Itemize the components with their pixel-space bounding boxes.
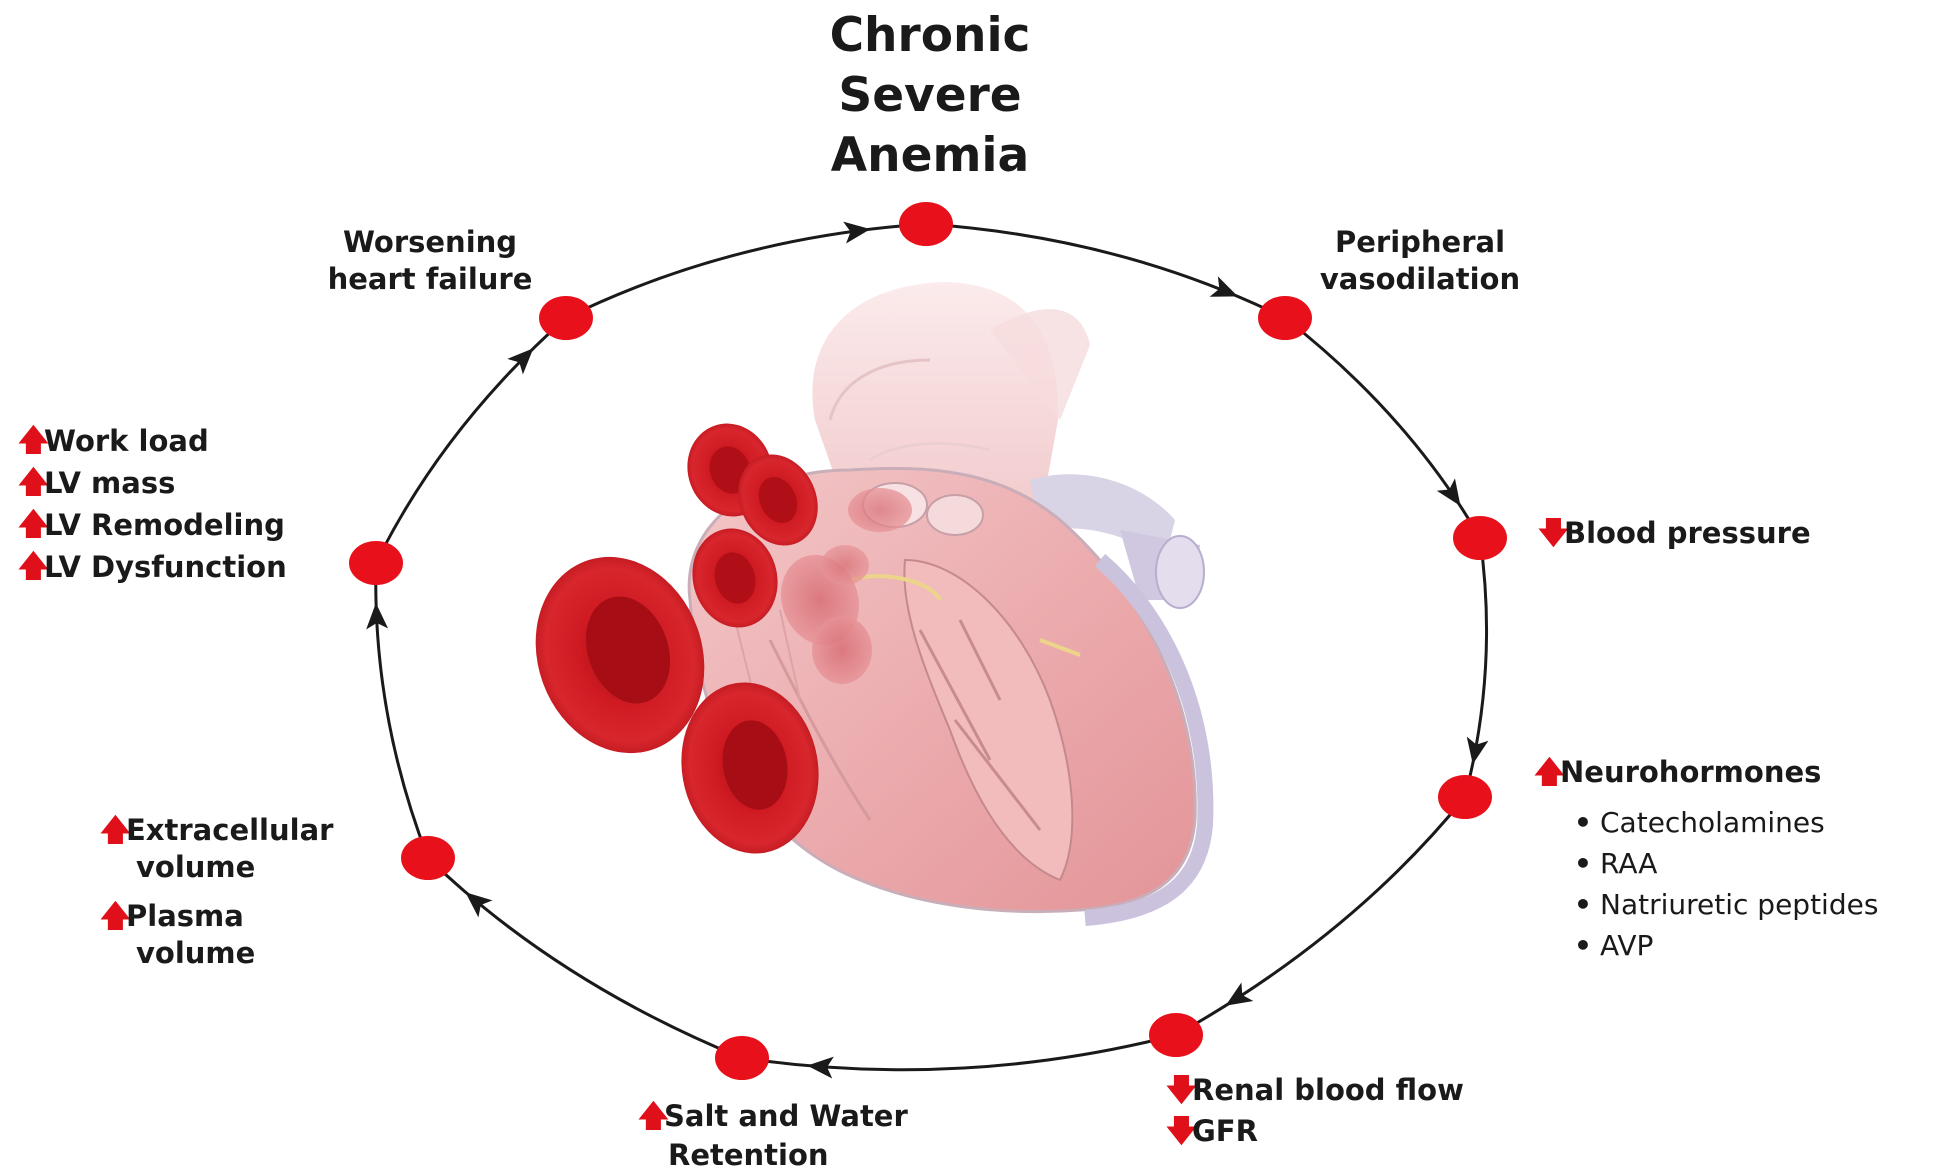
- cycle-arc: [428, 858, 742, 1058]
- up-arrow-icon: 🡅: [18, 510, 38, 540]
- diagram-title: Chronic Severe Anemia: [730, 6, 1130, 186]
- cycle-arc: [742, 1035, 1176, 1070]
- cycle-arc: [1176, 797, 1465, 1035]
- down-arrow-icon: 🡇: [1166, 1117, 1186, 1147]
- label-line: Worsening: [300, 224, 560, 261]
- cycle-node: [539, 296, 593, 340]
- label-line: heart failure: [300, 261, 560, 298]
- label-blood-pressure: 🡇Blood pressure: [1538, 515, 1811, 552]
- cycle-arc: [376, 318, 566, 563]
- label-neurohormones: 🡅Neurohormones: [1534, 754, 1821, 791]
- label-line: Blood pressure: [1564, 515, 1811, 552]
- cycle-node: [899, 202, 953, 246]
- label-line: Peripheral: [1300, 224, 1540, 261]
- label-line: Work load: [44, 420, 209, 462]
- label-plasma-volume: 🡅Plasma volume: [100, 898, 255, 972]
- cycle-node: [401, 836, 455, 880]
- label-line: LV Dysfunction: [44, 546, 287, 588]
- arrowhead-icon: [1462, 737, 1488, 767]
- label-line: Neurohormones: [1560, 754, 1821, 791]
- cycle-node: [1438, 775, 1492, 819]
- list-item: •AVP: [1574, 925, 1878, 966]
- label-line: vasodilation: [1300, 261, 1540, 298]
- label-line: volume: [100, 849, 333, 886]
- label-line: Extracellular: [126, 812, 333, 849]
- label-line: Plasma: [126, 898, 244, 935]
- cycle-node: [1258, 296, 1312, 340]
- cycle-node: [715, 1036, 769, 1080]
- up-arrow-icon: 🡅: [18, 426, 38, 456]
- label-line: volume: [100, 935, 255, 972]
- neurohormone-list: •Catecholamines •RAA •Natriuretic peptid…: [1574, 802, 1878, 966]
- down-arrow-icon: 🡇: [1166, 1076, 1186, 1106]
- label-line: Salt and Water: [664, 1098, 908, 1135]
- label-worsening-heart-failure: Worsening heart failure: [300, 224, 560, 298]
- label-peripheral-vasodilation: Peripheral vasodilation: [1300, 224, 1540, 298]
- title-line: Chronic: [730, 6, 1130, 66]
- arrowhead-icon: [1437, 478, 1470, 512]
- up-arrow-icon: 🡅: [638, 1102, 658, 1132]
- cycle-arc: [376, 563, 428, 858]
- arrowhead-icon: [1210, 276, 1242, 306]
- label-lv-changes: 🡅Work load 🡅LV mass 🡅LV Remodeling 🡅LV D…: [18, 420, 287, 588]
- down-arrow-icon: 🡇: [1538, 519, 1558, 549]
- cycle-node: [1149, 1013, 1203, 1057]
- up-arrow-icon: 🡅: [18, 552, 38, 582]
- label-line: LV mass: [44, 462, 175, 504]
- up-arrow-icon: 🡅: [100, 902, 120, 932]
- label-line: Retention: [638, 1137, 908, 1174]
- arrowhead-icon: [1220, 982, 1254, 1015]
- up-arrow-icon: 🡅: [18, 468, 38, 498]
- title-line: Severe: [730, 66, 1130, 126]
- list-item: •RAA: [1574, 843, 1878, 884]
- label-line: LV Remodeling: [44, 504, 285, 546]
- title-line: Anemia: [730, 126, 1130, 186]
- label-extracellular-volume: 🡅Extracellular volume: [100, 812, 333, 886]
- label-line: GFR: [1192, 1113, 1258, 1150]
- label-salt-water-retention: 🡅Salt and Water Retention: [638, 1098, 908, 1174]
- cycle-node: [1453, 516, 1507, 560]
- list-item: •Natriuretic peptides: [1574, 884, 1878, 925]
- list-item: •Catecholamines: [1574, 802, 1878, 843]
- cycle-arc: [1285, 318, 1480, 538]
- label-line: Renal blood flow: [1192, 1072, 1464, 1109]
- cycle-node: [349, 541, 403, 585]
- up-arrow-icon: 🡅: [1534, 758, 1554, 788]
- up-arrow-icon: 🡅: [100, 816, 120, 846]
- label-renal: 🡇Renal blood flow 🡇GFR: [1166, 1072, 1464, 1150]
